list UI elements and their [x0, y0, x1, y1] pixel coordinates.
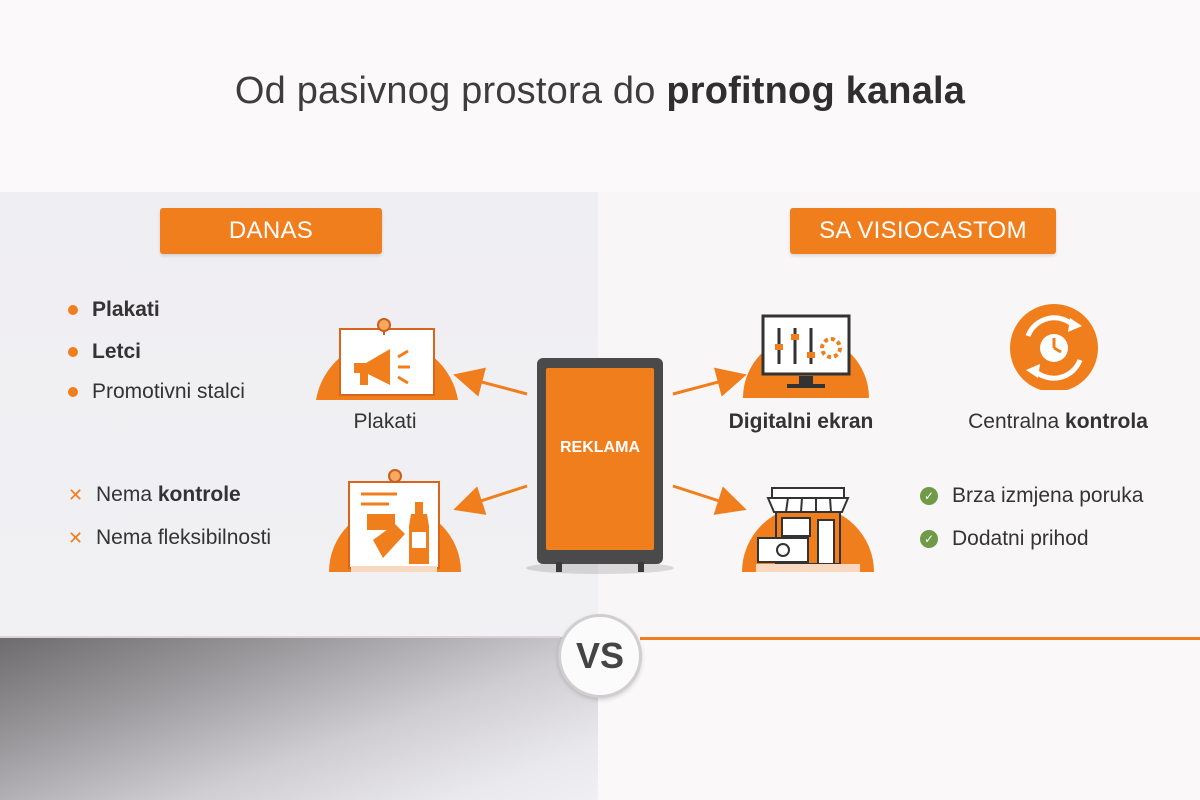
benefit-item: ✓ Dodatni prihod [920, 527, 1089, 551]
store-revenue-icon [742, 487, 874, 572]
divider-line-right [640, 637, 1200, 640]
bottom-left-gradient [0, 637, 598, 800]
left-panel-background [0, 192, 598, 637]
megaphone-poster-icon [316, 318, 458, 400]
digital-screen-icon [743, 314, 869, 398]
poster-label: Plakati [353, 410, 417, 433]
list-item-label: Letci [92, 340, 142, 363]
right-panel-background [598, 192, 1200, 637]
check-icon: ✓ [920, 530, 938, 548]
negative-item: ✕ Nema fleksibilnosti [68, 526, 271, 550]
bullet-dot-icon [68, 387, 78, 397]
flyer-stand-icon [329, 469, 461, 572]
visiocast-badge: SA VISIOCASTOM [790, 208, 1056, 254]
cross-icon: ✕ [68, 484, 84, 505]
list-item-label: Plakati [92, 298, 160, 321]
negative-normal: Nema fleksibilnosti [96, 526, 272, 549]
vs-badge: VS [558, 614, 642, 698]
list-item: Plakati [68, 298, 160, 322]
benefit-label: Dodatni prihod [952, 527, 1089, 550]
totem-foot-left [556, 562, 562, 572]
divider-line-left [0, 636, 560, 638]
central-control-clock-icon [1010, 304, 1098, 390]
vs-text: VS [575, 635, 625, 676]
list-item: Letci [68, 340, 141, 364]
benefit-label: Brza izmjena poruka [952, 484, 1144, 507]
digital-screen-label: Digitalni ekran [728, 410, 874, 433]
bullet-dot-icon [68, 347, 78, 357]
central-control-label: Centralna kontrola [940, 410, 1176, 434]
cross-icon: ✕ [68, 527, 84, 548]
title-normal: Od pasivnog prostora do [234, 70, 656, 112]
negative-item: ✕ Nema kontrole [68, 483, 241, 507]
check-icon: ✓ [920, 487, 938, 505]
totem-foot-right [638, 562, 644, 572]
arrows-graphic [453, 367, 747, 515]
totem-shadow [526, 562, 674, 574]
central-control-normal: Centralna [968, 410, 1060, 433]
negative-bold: kontrole [157, 483, 241, 506]
list-item: Promotivni stalci [68, 380, 245, 404]
page-title: Od pasivnog prostora do profitnog kanala [0, 70, 1200, 113]
bullet-dot-icon [68, 305, 78, 315]
title-bold: profitnog kanala [666, 70, 966, 112]
list-item-label: Promotivni stalci [92, 380, 245, 403]
central-control-bold: kontrola [1065, 410, 1148, 433]
danas-badge: DANAS [160, 208, 382, 254]
totem-screen: REKLAMA [546, 368, 654, 550]
negative-normal: Nema [96, 483, 153, 506]
benefit-item: ✓ Brza izmjena poruka [920, 484, 1143, 508]
bottom-right-background [598, 637, 1200, 800]
